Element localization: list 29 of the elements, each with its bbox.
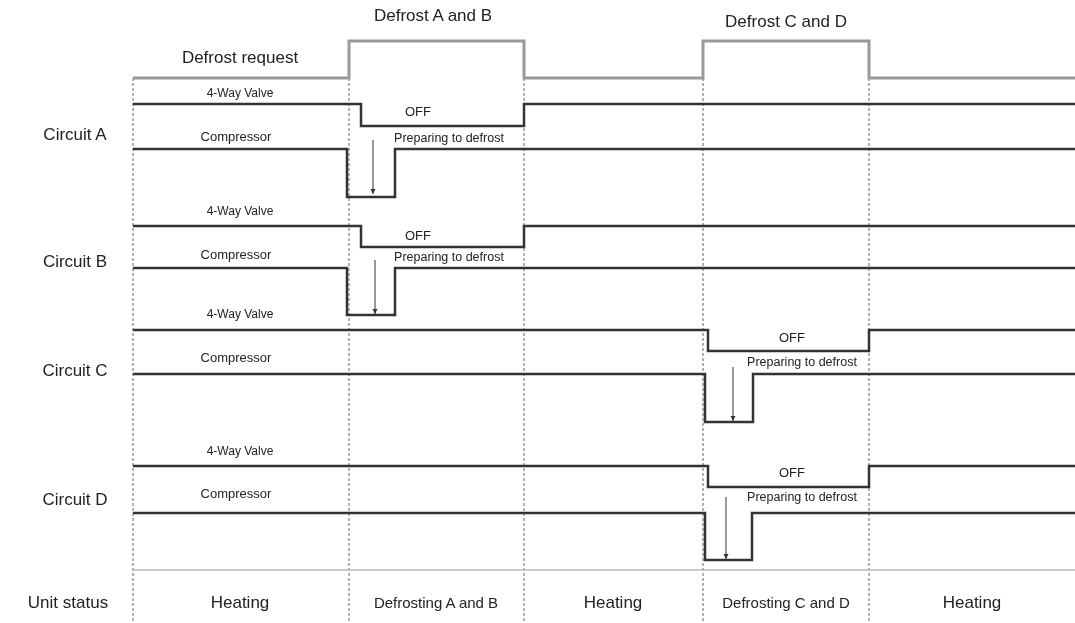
signal-label: 4-Way Valve <box>206 445 274 459</box>
signal-label: Compressor <box>200 129 272 145</box>
signal-label: Heating <box>942 593 1002 613</box>
signal-label: Compressor <box>200 486 272 502</box>
signal-label: Heating <box>210 593 270 613</box>
signal-label: Preparing to defrost <box>747 356 857 370</box>
signal-label: Defrosting C and D <box>722 594 850 612</box>
signal-label: Heating <box>583 593 643 613</box>
signal-label: Compressor <box>200 350 272 366</box>
signal-label: Compressor <box>200 247 272 263</box>
signal-label: 4-Way Valve <box>206 205 274 219</box>
signal-label: Preparing to defrost <box>747 491 857 505</box>
signal-label: Circuit A <box>43 125 107 145</box>
signal-label: OFF <box>779 465 805 481</box>
signal-label: Circuit C <box>42 361 108 381</box>
signal-label: OFF <box>405 228 431 244</box>
signal-label: OFF <box>779 330 805 346</box>
signal-label: Defrost request <box>181 48 299 68</box>
signal-label: 4-Way Valve <box>206 308 274 322</box>
signal-label: OFF <box>405 104 431 120</box>
signal-label: Circuit D <box>42 490 108 510</box>
signal-label: Defrost A and B <box>373 6 493 26</box>
signal-label: 4-Way Valve <box>206 87 274 101</box>
signal-label: Preparing to defrost <box>394 251 504 265</box>
signal-label: Defrost C and D <box>725 12 847 32</box>
signal-label: Circuit B <box>42 252 108 272</box>
signal-label: Preparing to defrost <box>394 132 504 146</box>
signal-label: Defrosting A and B <box>373 594 499 612</box>
signal-label: Unit status <box>27 593 109 613</box>
